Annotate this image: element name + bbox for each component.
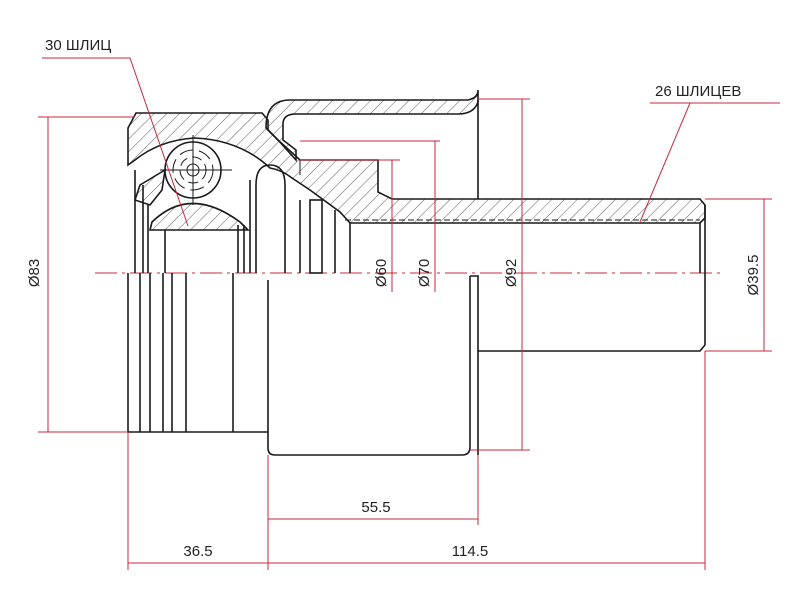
dim-55-5: 55.5 [361, 499, 390, 516]
dim-d92: Ø92 [503, 259, 520, 287]
dim-d83: Ø83 [26, 259, 43, 287]
exterior-view [127, 273, 706, 456]
dim-36-5: 36.5 [183, 543, 212, 560]
callout-30-splines: 30 ШЛИЦ [45, 37, 111, 54]
dim-d60: Ø60 [373, 259, 390, 287]
dimension-lines [38, 57, 780, 570]
callout-26-splines: 26 ШЛИЦЕВ [655, 83, 741, 100]
dim-114-5: 114.5 [452, 543, 488, 560]
inner-race [134, 164, 706, 345]
housing-section [127, 89, 706, 231]
dim-d70: Ø70 [416, 259, 433, 287]
ball [160, 135, 232, 205]
dim-d39-5: Ø39.5 [745, 255, 762, 296]
